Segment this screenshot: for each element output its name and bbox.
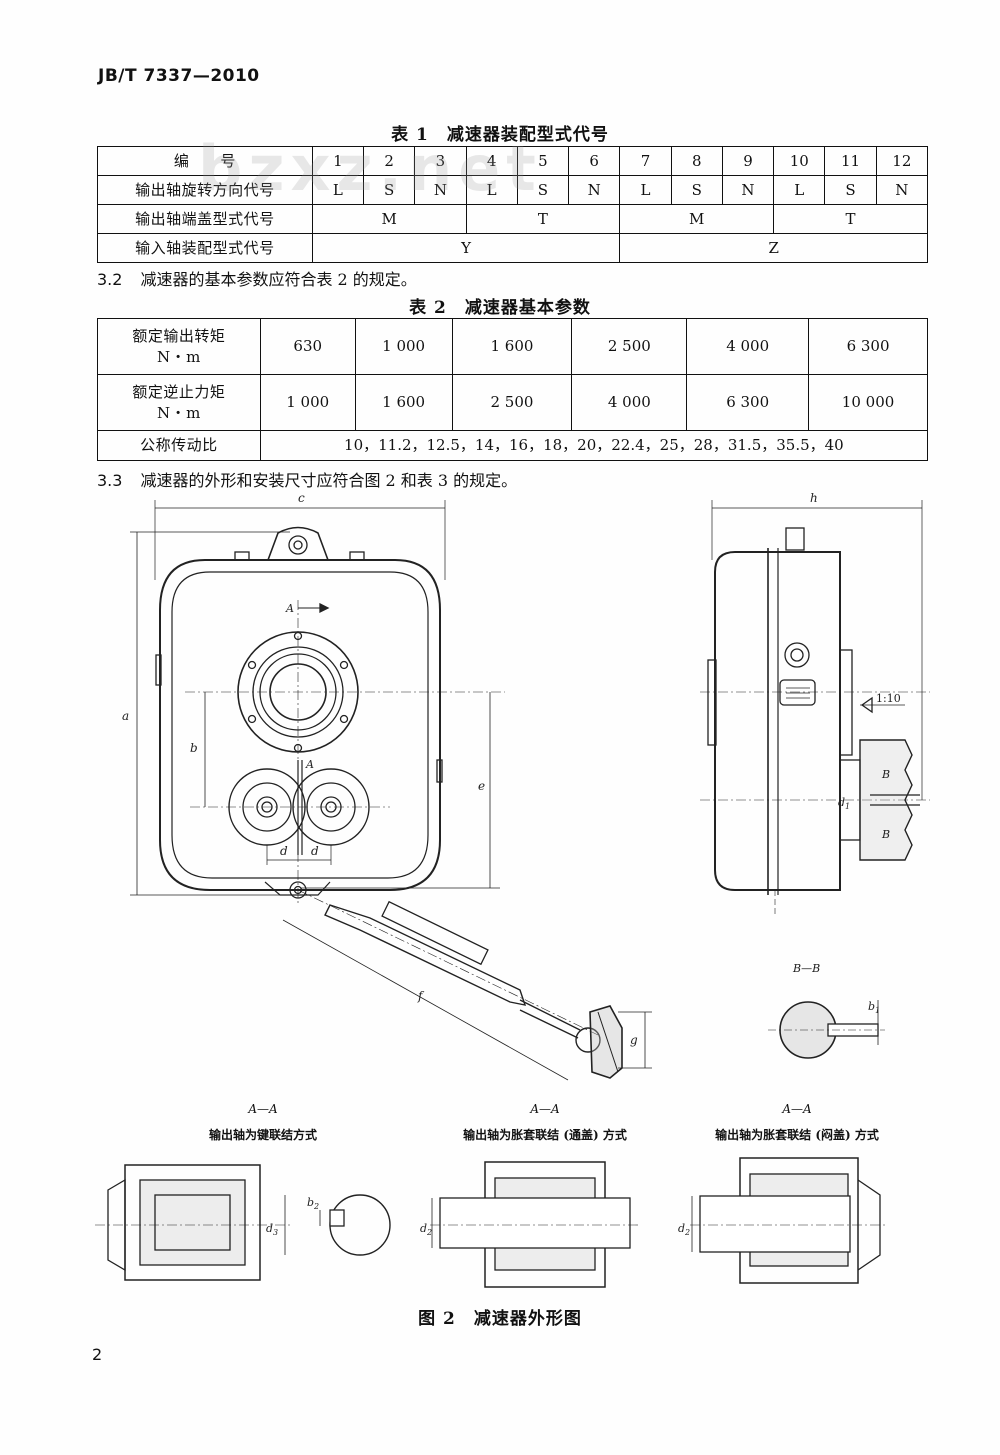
section-bb: B—B b1 <box>768 962 885 1059</box>
cell: 11 <box>824 146 877 176</box>
cell: L <box>773 175 826 205</box>
cell: N <box>568 175 621 205</box>
row-label: 输入轴装配型式代号 <box>97 233 313 263</box>
section-bb-title: B—B <box>792 962 820 975</box>
figure-caption: 图 2 减速器外形图 <box>418 1309 582 1329</box>
label-unit: N・m <box>156 403 201 422</box>
cell: T <box>773 204 928 234</box>
cell: 1 000 <box>259 374 356 431</box>
table1-row-rotation: 输出轴旋转方向代号 L S N L S N L S N L S N <box>97 175 929 205</box>
label-text: 额定输出转矩 <box>132 327 226 346</box>
table2-row-ratio: 公称传动比 10，11.2，12.5，14，16，18，20，22.4，25，2… <box>97 430 929 461</box>
dim-d3-label: d3 <box>266 1222 278 1237</box>
dim-d2-label-mid: d2 <box>420 1222 432 1237</box>
table2-caption: 表 2 减速器基本参数 <box>409 298 591 318</box>
dim-d1-label: d1 <box>838 796 850 811</box>
cell: 7 <box>619 146 672 176</box>
subview-key-section: d3 b2 <box>95 1164 391 1281</box>
dim-b2-label: b2 <box>307 1196 319 1211</box>
cell: 4 000 <box>571 374 688 431</box>
cell: 1 000 <box>354 318 453 375</box>
cell: 2 500 <box>571 318 688 375</box>
clause-number: 3.3 <box>97 471 123 490</box>
cell: N <box>721 175 775 205</box>
row-label: 编 号 <box>97 146 313 176</box>
label-unit: N・m <box>156 347 201 366</box>
dim-b1-label: b1 <box>868 1000 880 1015</box>
cell: Y <box>311 233 621 263</box>
page-number: 2 <box>92 1345 103 1364</box>
cell: 6 300 <box>686 374 810 431</box>
cell: N <box>414 175 467 205</box>
sub1-section-title: A—A <box>248 1102 278 1116</box>
table1-assembly-codes: 编 号 1 2 3 4 5 6 7 8 9 10 11 12 输出轴旋转方向代号… <box>97 146 929 263</box>
dim-h-label: h <box>810 491 818 505</box>
dim-g-label: g <box>630 1033 638 1047</box>
cell: 4 000 <box>686 318 810 375</box>
front-view: c a A A <box>122 491 505 905</box>
table1-caption: 表 1 减速器装配型式代号 <box>391 125 609 145</box>
dim-d-label-right: d <box>311 844 319 858</box>
cell: 1 600 <box>451 318 573 375</box>
cell: 10 000 <box>808 374 928 431</box>
clause-3-3: 3.3 减速器的外形和安装尺寸应符合图 2 和表 3 的规定。 <box>97 467 517 491</box>
row-label: 输出轴端盖型式代号 <box>97 204 313 234</box>
clause-3-2: 3.2 减速器的基本参数应符合表 2 的规定。 <box>97 266 417 290</box>
row-label: 公称传动比 <box>97 430 261 461</box>
sub2-caption: 输出轴为胀套联结 (通盖) 方式 <box>463 1128 627 1142</box>
dim-c-label: c <box>298 491 305 505</box>
watermark: bzxz.net <box>198 132 542 205</box>
subview-through-cover: d2 <box>420 1161 640 1288</box>
clause-number: 3.2 <box>97 270 123 289</box>
section-b-label-lower: B <box>881 828 890 841</box>
label-text: 额定逆止力矩 <box>132 383 226 402</box>
cell: 3 <box>414 146 467 176</box>
cell: 1 600 <box>354 374 453 431</box>
dim-b-label: b <box>190 741 198 755</box>
subview-blind-cover: d2 <box>678 1157 885 1284</box>
cell: 10，11.2，12.5，14，16，18，20，22.4，25，28，31.5… <box>259 430 929 461</box>
sub2-section-title: A—A <box>530 1102 560 1116</box>
section-b-label: B <box>881 768 890 781</box>
torque-arm: f g <box>282 889 652 1081</box>
dim-d2-label-right: d2 <box>678 1222 690 1237</box>
dim-a-label: a <box>122 709 129 723</box>
sub1-caption: 输出轴为键联结方式 <box>208 1128 317 1142</box>
cell: L <box>311 175 365 205</box>
table1-row-number: 编 号 1 2 3 4 5 6 7 8 9 10 11 12 <box>97 146 929 176</box>
cell: 8 <box>670 146 723 176</box>
sub3-caption: 输出轴为胀套联结 (闷盖) 方式 <box>715 1128 879 1142</box>
dim-d-label-left: d <box>280 844 288 858</box>
cell: S <box>362 175 416 205</box>
cell: L <box>465 175 518 205</box>
taper-label: 1:10 <box>876 692 901 705</box>
section-a-label: A <box>285 602 294 615</box>
clause-text: 减速器的外形和安装尺寸应符合图 2 和表 3 的规定。 <box>140 471 518 490</box>
clause-text: 减速器的基本参数应符合表 2 的规定。 <box>140 270 417 289</box>
dim-e-label: e <box>478 779 485 793</box>
cell: S <box>670 175 723 205</box>
standard-code: JB/T 7337—2010 <box>98 66 260 86</box>
cell: Z <box>619 233 928 263</box>
dim-f-label: f <box>417 989 425 1003</box>
sub3-section-title: A—A <box>782 1102 812 1116</box>
cell: L <box>619 175 672 205</box>
cell: 4 <box>465 146 518 176</box>
table1-row-input: 输入轴装配型式代号 Y Z <box>97 233 928 263</box>
side-view: h B B d1 1:10 <box>700 491 930 915</box>
section-a-label-lower: A <box>305 758 314 771</box>
